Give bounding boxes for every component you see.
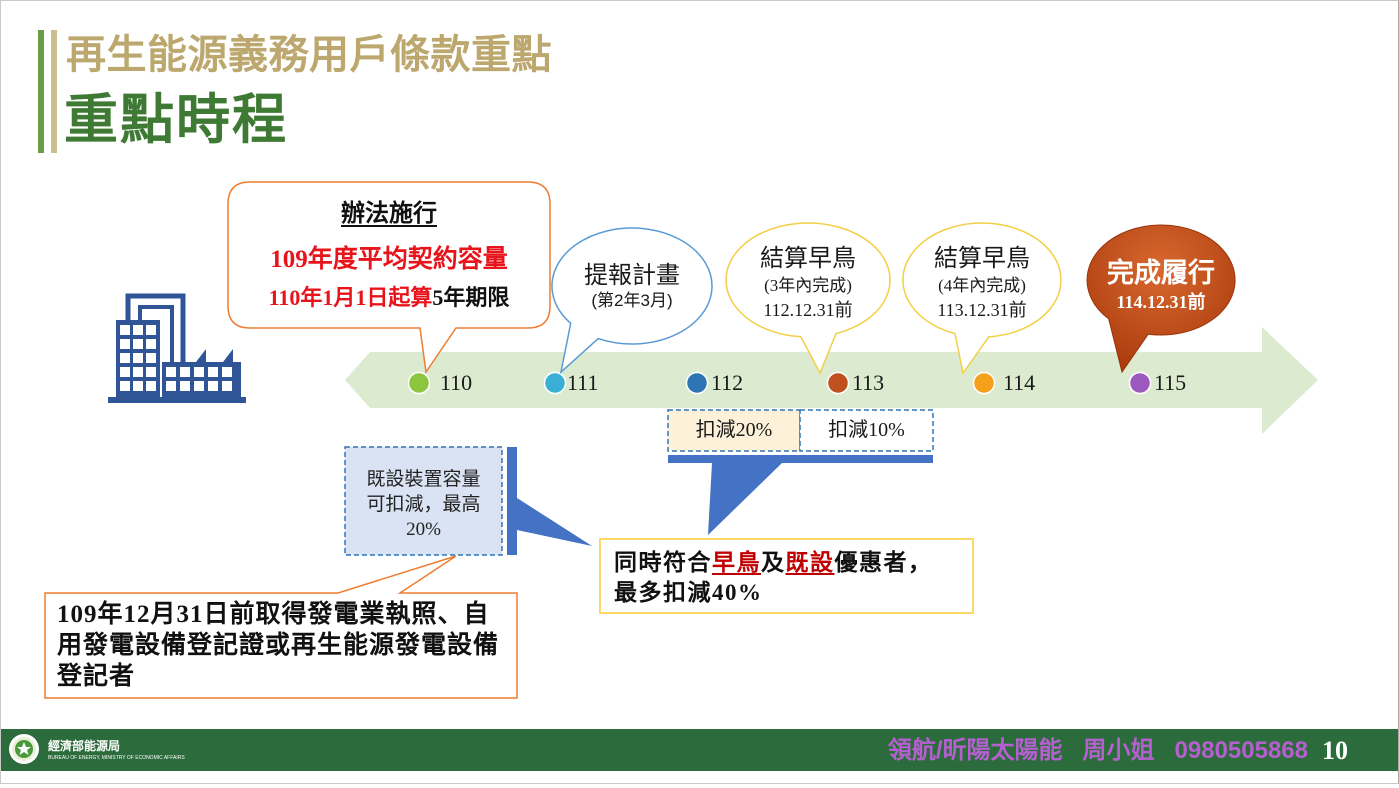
existing-pointer [517,498,592,546]
timeline-dot-112 [685,371,709,395]
timeline-label-115: 115 [1154,370,1187,395]
timeline-dot-114 [972,371,996,395]
timeline-label-114: 114 [1003,370,1036,395]
early-bird-4y-title: 結算早鳥 [934,245,1030,272]
deduction-pointer [708,463,782,535]
slide-title: 重點時程 [64,90,288,150]
deduction-second-period-box [799,409,934,452]
footer-agency-name: 經濟部能源局 [48,739,121,753]
completion-title: 完成履行 [1107,258,1215,288]
early-bird-4y-callout-shape [902,222,1062,375]
slide-subtitle: 再生能源義務用戶條款重點 [66,33,552,77]
existing-capacity-line-3: 20% [406,519,441,540]
plan-submission-title: 提報計畫 [584,262,680,289]
timeline-dot-115 [1128,371,1152,395]
combined-offer-prefix: 同時符合 [614,549,712,575]
footer-contact: 領航/昕陽太陽能周小姐 0980505868 [888,736,1308,766]
implementation-callout-shape [227,181,551,375]
combined-offer-suffix: 優惠者， [834,549,933,575]
timeline-dot-111 [543,371,567,395]
implementation-baseline: 109年度平均契約容量 [270,246,508,273]
factory-icon [108,293,246,403]
early-bird-3y-title: 結算早鳥 [760,245,856,272]
existing-capacity-line-2: 可扣減，最高 [366,494,481,515]
plan-submission-note: (第2年3月) [591,291,673,310]
eligibility-line-1: 109年12月31日前取得發電業執照、自 [57,601,490,628]
combined-offer-box [599,538,974,614]
existing-bracket-bar [507,447,517,555]
timeline-dot-113 [826,371,850,395]
completion-deadline: 114.12.31前 [1116,292,1206,312]
deduction-bracket-bar [668,455,933,463]
deduction-first-period-label: 扣減20% [695,419,773,441]
footer-agency-name-en: BUREAU OF ENERGY, MINISTRY OF ECONOMIC A… [48,755,185,761]
combined-offer-line-1: 同時符合早鳥及既設優惠者， [614,547,933,577]
timeline-label-113: 113 [852,370,885,395]
early-bird-3y-deadline: 112.12.31前 [763,300,853,320]
combined-offer-early-bird: 早鳥 [712,549,761,575]
timeline-label-111: 111 [567,370,599,395]
eligibility-callout-shape [44,555,518,699]
page-number: 10 [1322,736,1348,765]
combined-offer-conjunction: 及 [761,549,786,575]
early-bird-3y-note: (3年內完成) [764,276,852,295]
deduction-second-period-label: 扣減10% [828,419,905,441]
existing-capacity-line-1: 既設裝置容量 [366,469,481,490]
eligibility-line-3: 登記者 [57,663,136,690]
timeline-label-112: 112 [711,370,744,395]
early-bird-4y-deadline: 113.12.31前 [937,300,1027,320]
early-bird-3y-callout-shape [725,222,891,375]
combined-offer-line-2: 最多扣減40% [614,580,763,605]
footer-bar [0,729,1399,771]
title-accent-bar-secondary [51,30,57,153]
plan-submission-callout-shape [551,227,713,375]
existing-capacity-box [344,446,503,556]
combined-offer-existing: 既設 [785,549,835,575]
footer-contact-company: 領航/昕陽太陽能 [887,737,1063,764]
implementation-start: 110年1月1日起算 [268,285,433,310]
implementation-term: 5年期限 [432,285,510,310]
eligibility-line-2: 用發電設備登記證或再生能源發電設備 [57,632,500,659]
bureau-logo-icon [9,734,39,764]
deduction-first-period-box [667,409,801,452]
timeline-dot-110 [407,371,431,395]
completion-callout-shape [1086,224,1236,374]
footer-contact-phone: 0980505868 [1174,737,1308,764]
implementation-period: 110年1月1日起算5年期限 [228,284,550,312]
footer-contact-person: 周小姐 [1082,737,1155,764]
timeline-label-110: 110 [440,370,473,395]
early-bird-4y-note: (4年內完成) [938,276,1026,295]
title-accent-bar-primary [38,30,44,153]
implementation-title: 辦法施行 [341,201,437,227]
